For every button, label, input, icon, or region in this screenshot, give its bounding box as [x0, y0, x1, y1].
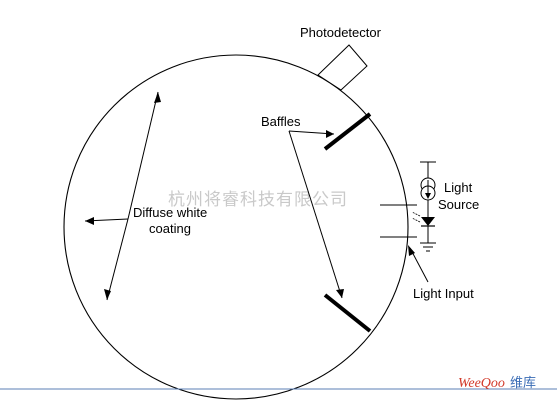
baffles-label: Baffles: [261, 114, 301, 129]
baffle-arrow-bottom-head: [336, 289, 344, 298]
coating-arrow-down-line: [106, 218, 129, 301]
coating-arrow-up-head: [154, 92, 161, 103]
port-gap: [398, 206, 406, 236]
weeqoo-logo-cn: 维库: [510, 375, 536, 391]
light-input-arrow-head: [408, 245, 415, 256]
coating-arrow-up-line: [127, 91, 159, 220]
coating-arrow-down-head: [104, 289, 111, 300]
led-emission-arrow-1: [411, 211, 421, 217]
current-source-arrow-head: [425, 193, 431, 199]
coating-arrow-left-head: [85, 217, 94, 225]
watermark-text: 杭州将睿科技有限公司: [168, 190, 348, 210]
diffuse-label-line1: Diffuse white: [133, 205, 207, 220]
light-source-label-line1: Light: [444, 180, 473, 195]
led-emission-arrow-2: [411, 217, 421, 223]
photodetector-box: [317, 44, 368, 91]
baffle-bottom: [323, 293, 372, 333]
sphere-outline: [63, 54, 409, 400]
baffle-top: [323, 112, 372, 151]
baffle-arrow-bottom-line: [288, 130, 343, 299]
diffuse-label-line2: coating: [149, 221, 191, 236]
light-source-label-line2: Source: [438, 197, 479, 212]
weeqoo-logo-en: WeeQoo: [458, 376, 505, 391]
baffle-arrow-top-head: [326, 130, 334, 138]
led-diode-icon: [421, 217, 435, 226]
photodetector-label: Photodetector: [300, 25, 382, 40]
light-input-label: Light Input: [413, 286, 474, 301]
